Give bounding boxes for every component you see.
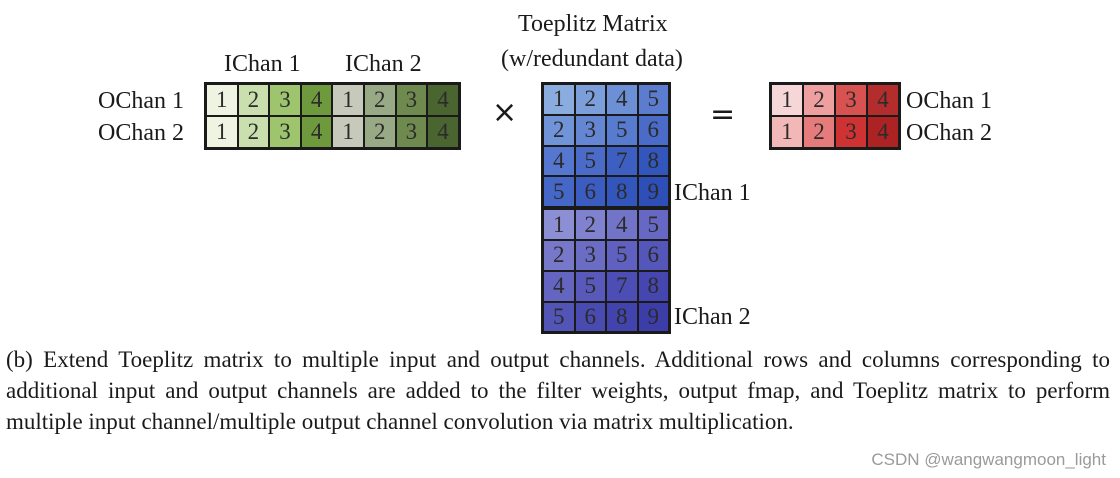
toeplitz-cell: 4	[606, 84, 638, 115]
toeplitz-cell: 5	[606, 114, 638, 146]
output-ochan2-label: OChan 2	[906, 120, 992, 146]
watermark: CSDN @wangwangmoon_light	[871, 450, 1106, 469]
filter-cell: 3	[269, 116, 301, 148]
toeplitz-cell: 5	[574, 145, 606, 177]
toeplitz-title: Toeplitz Matrix	[518, 11, 668, 37]
output-cell: 2	[803, 84, 835, 116]
filter-cell: 1	[332, 116, 364, 148]
filter-cell: 1	[206, 84, 238, 116]
toeplitz-cell: 1	[543, 209, 575, 240]
toeplitz-cell: 5	[606, 239, 638, 271]
toeplitz-cell: 5	[543, 176, 575, 208]
output-cell: 4	[867, 84, 899, 116]
filter-cell: 3	[395, 116, 428, 148]
toeplitz-cell: 9	[637, 176, 669, 208]
toeplitz-cell: 6	[574, 176, 606, 208]
output-cell: 3	[835, 84, 867, 116]
output-cell: 3	[835, 116, 867, 148]
toeplitz-cell: 5	[574, 270, 606, 302]
output-ochan1-label: OChan 1	[906, 88, 992, 114]
toeplitz-cell: 3	[574, 114, 606, 146]
output-cell: 2	[803, 116, 835, 148]
multiply-operator: ×	[492, 95, 518, 130]
filter-cell: 2	[237, 116, 270, 148]
filter-cell: 2	[237, 84, 270, 116]
filter-cell: 1	[332, 84, 364, 116]
toeplitz-ichan1-label: IChan 1	[674, 180, 751, 206]
toeplitz-cell: 2	[543, 114, 575, 146]
filter-ichan2-label: IChan 2	[345, 51, 422, 77]
filter-cell: 2	[363, 116, 396, 148]
filter-cell: 4	[427, 116, 459, 148]
filter-ochan1-label: OChan 1	[98, 88, 184, 114]
toeplitz-cell: 2	[543, 239, 575, 271]
toeplitz-cell: 8	[637, 270, 669, 302]
toeplitz-cell: 6	[637, 114, 669, 146]
output-cell: 1	[771, 84, 803, 116]
toeplitz-cell: 3	[574, 239, 606, 271]
equals-operator: =	[710, 97, 736, 132]
output-cell: 1	[771, 116, 803, 148]
filter-cell: 2	[363, 84, 396, 116]
toeplitz-cell: 4	[606, 209, 638, 240]
toeplitz-cell: 2	[574, 209, 606, 240]
toeplitz-cell: 9	[637, 301, 669, 333]
toeplitz-cell: 8	[606, 301, 638, 333]
toeplitz-cell: 1	[543, 84, 575, 115]
filter-cell: 3	[269, 84, 301, 116]
toeplitz-cell: 5	[543, 301, 575, 333]
toeplitz-cell: 6	[637, 239, 669, 271]
toeplitz-ichan2-label: IChan 2	[674, 304, 751, 330]
toeplitz-cell: 7	[606, 145, 638, 177]
toeplitz-cell: 4	[543, 145, 575, 177]
toeplitz-cell: 8	[637, 145, 669, 177]
filter-cell: 4	[427, 84, 459, 116]
toeplitz-cell: 7	[606, 270, 638, 302]
toeplitz-cell: 2	[574, 84, 606, 115]
filter-cell: 4	[300, 84, 333, 116]
filter-cell: 4	[300, 116, 333, 148]
toeplitz-cell: 6	[574, 301, 606, 333]
filter-cell: 3	[395, 84, 428, 116]
toeplitz-cell: 5	[637, 84, 669, 115]
filter-cell: 1	[206, 116, 238, 148]
toeplitz-subtitle: (w/redundant data)	[501, 46, 683, 72]
figure-caption: (b) Extend Toeplitz matrix to multiple i…	[6, 347, 1110, 434]
toeplitz-cell: 4	[543, 270, 575, 302]
output-cell: 4	[867, 116, 899, 148]
toeplitz-cell: 8	[606, 176, 638, 208]
toeplitz-cell: 5	[637, 209, 669, 240]
filter-ochan2-label: OChan 2	[98, 120, 184, 146]
filter-ichan1-label: IChan 1	[224, 51, 301, 77]
